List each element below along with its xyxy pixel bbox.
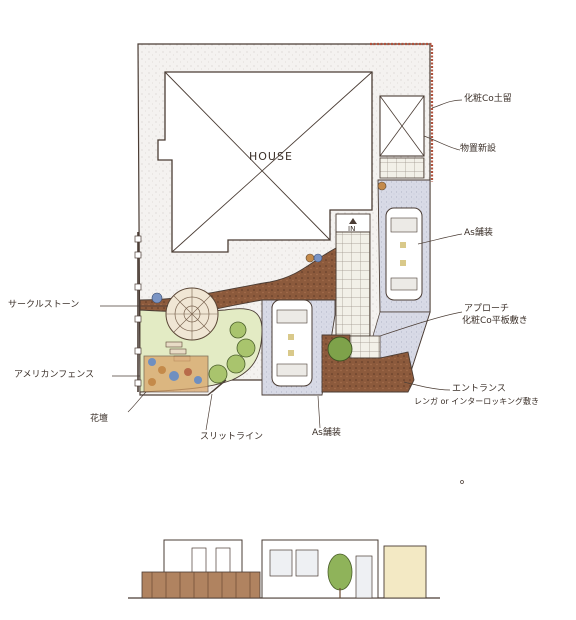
label-asphalt-right: As舗装 (464, 228, 493, 238)
label-entrance: エントランス (452, 384, 506, 394)
label-entrance-detail: レンガ or インターロッキング敷き (414, 397, 540, 406)
storage-shed (379, 95, 425, 179)
approach-paving (335, 231, 381, 359)
house-label: HOUSE (249, 150, 293, 163)
leader-lines (100, 99, 464, 484)
label-approach: アプローチ (464, 304, 510, 314)
label-slit-line: スリットライン (200, 432, 264, 442)
label-concrete-retaining: 化粧Co土留 (464, 94, 512, 104)
slit-line (211, 379, 227, 393)
circle-stone (165, 287, 219, 341)
label-american-fence: アメリカンフェンス (14, 370, 95, 380)
flower-bed (143, 355, 209, 393)
shrubs (151, 181, 387, 384)
american-fence (134, 232, 142, 392)
label-circle-stone: サークルストーン (8, 300, 80, 310)
label-approach-detail: 化粧Co平板敷き (462, 316, 528, 326)
car-bottom (271, 299, 313, 387)
entry-step (335, 213, 371, 233)
label-flower-bed: 花壇 (90, 414, 109, 424)
car-right (385, 207, 423, 301)
entry-label: IN (348, 225, 356, 233)
label-asphalt-bottom: As舗装 (312, 428, 341, 438)
house (157, 71, 373, 253)
label-storage: 物置新設 (460, 144, 497, 154)
concrete-retaining-wall (370, 42, 434, 182)
front-elevation (128, 539, 440, 599)
